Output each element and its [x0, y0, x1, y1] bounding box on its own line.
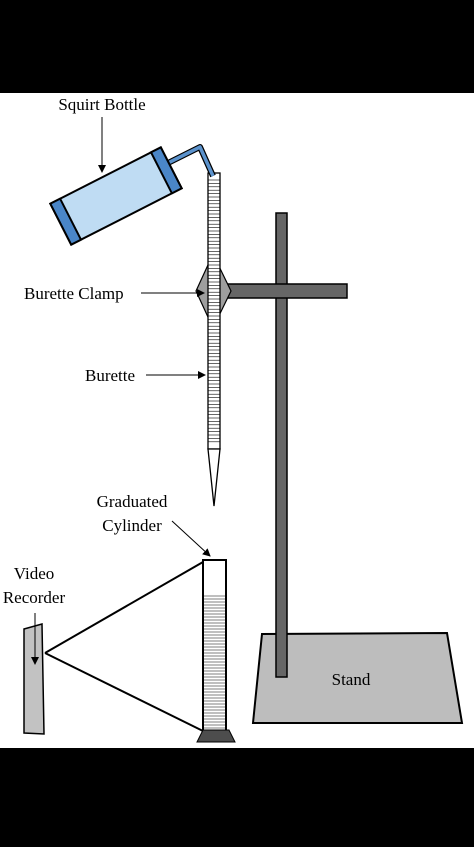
video-recorder — [23, 623, 45, 735]
cylinder-foot — [196, 729, 236, 743]
label-video-recorder-line2: Recorder — [3, 588, 66, 607]
graduated-cylinder — [196, 559, 236, 743]
squirt-bottle — [48, 146, 184, 246]
squirt-bottle-nozzle-fill — [167, 145, 215, 177]
stand-base — [251, 631, 464, 724]
cylinder-graduations — [203, 595, 226, 729]
bottom-letterbox — [0, 748, 474, 842]
stand-arm — [225, 283, 348, 299]
squirt-bottle-cap-left — [48, 197, 83, 246]
top-letterbox — [0, 0, 474, 93]
view-line-top — [44, 561, 204, 654]
label-graduated-cylinder-line1: Graduated — [97, 492, 168, 511]
stand-rod-overlap — [277, 285, 286, 297]
label-graduated-cylinder-line2: Cylinder — [102, 516, 162, 535]
arrow-graduated-cylinder — [171, 520, 211, 557]
label-burette-clamp: Burette Clamp — [24, 284, 124, 303]
label-burette: Burette — [85, 366, 135, 385]
label-squirt-bottle: Squirt Bottle — [58, 95, 145, 114]
burette — [207, 172, 221, 507]
cylinder-body — [202, 559, 227, 733]
squirt-bottle-cap-right — [149, 146, 184, 195]
label-video-recorder-line1: Video — [14, 564, 55, 583]
view-line-bottom — [44, 652, 204, 732]
stand-rod — [275, 212, 288, 678]
burette-graduations — [208, 179, 220, 443]
burette-tip — [207, 448, 221, 507]
label-stand: Stand — [332, 670, 371, 689]
